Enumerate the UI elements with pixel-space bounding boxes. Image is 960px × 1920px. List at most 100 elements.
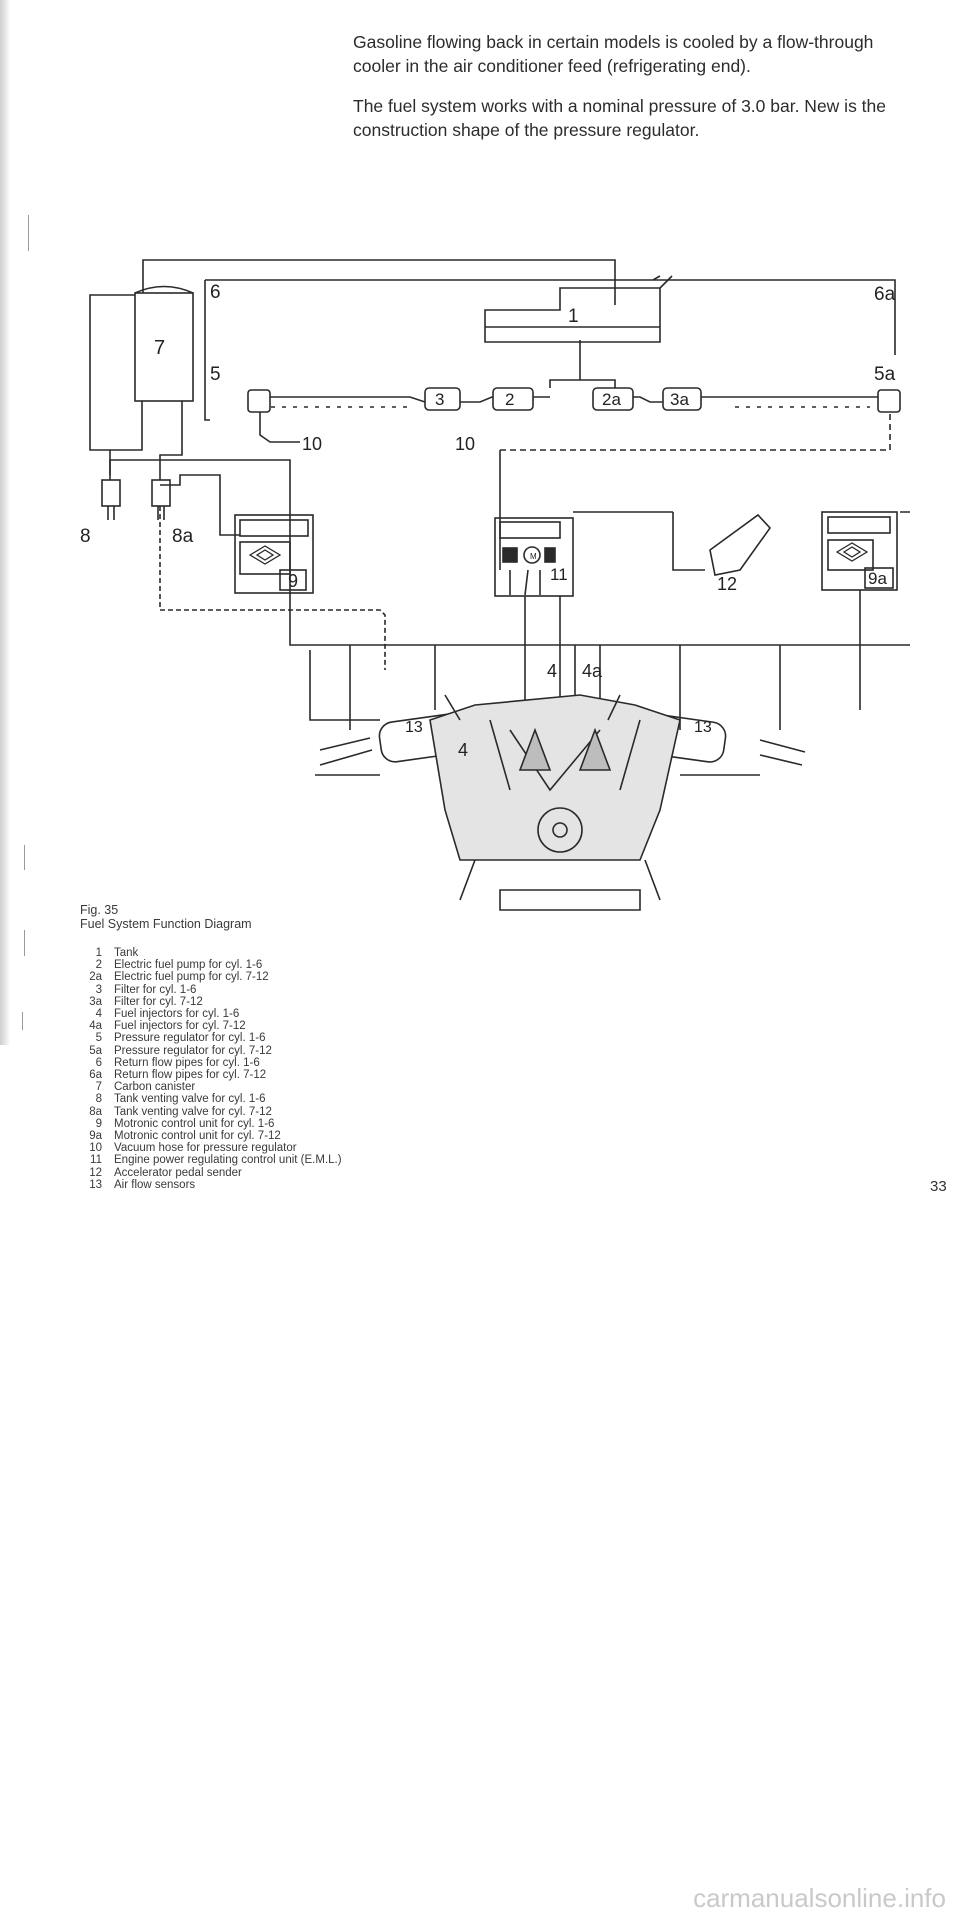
label-11: 11 xyxy=(550,565,568,584)
legend-item-number: 11 xyxy=(90,1154,102,1167)
label-8a: 8a xyxy=(172,526,194,547)
legend-item: 9 Motronic control unit for cyl. 1-6 xyxy=(80,1118,342,1130)
label-12: 12 xyxy=(717,574,737,594)
legend-item-number: 7 xyxy=(95,1081,102,1094)
crankshaft-pulley xyxy=(537,807,583,853)
label-10-mid: 10 xyxy=(455,434,475,454)
label-6: 6 xyxy=(210,282,221,303)
ecu-9-box xyxy=(234,514,314,594)
figure-title: Fuel System Function Diagram xyxy=(80,917,252,931)
legend-item-number: 10 xyxy=(89,1142,102,1155)
legend-item-text: Return flow pipes for cyl. 7-12 xyxy=(114,1069,267,1082)
label-3a: 3a xyxy=(670,390,689,409)
eml-11-box xyxy=(494,517,574,597)
pump-2 xyxy=(492,387,534,411)
fuel-rail-right-line xyxy=(610,396,890,403)
legend-item: 5a Pressure regulator for cyl. 7-12 xyxy=(80,1045,342,1057)
legend-item-text: Tank xyxy=(114,947,139,959)
label-9a: 9a xyxy=(868,569,887,588)
label-1: 1 xyxy=(568,306,579,327)
legend-item-number: 8 xyxy=(95,1093,102,1106)
legend-item-number: 2 xyxy=(95,959,102,972)
figure-caption: Fig. 35 Fuel System Function Diagram xyxy=(80,903,252,931)
legend-item: 11 Engine power regulating control unit (… xyxy=(80,1154,342,1166)
return-line-6-top xyxy=(205,275,661,281)
regulator-5a xyxy=(877,389,901,413)
label-4-top: 4 xyxy=(547,661,557,681)
legend-item-text: Engine power regulating control unit (E.… xyxy=(114,1154,342,1167)
label-10-left: 10 xyxy=(302,434,322,454)
pump-2a xyxy=(592,387,634,411)
legend-item-number: 6 xyxy=(95,1056,102,1069)
legend-item-number: 8a xyxy=(89,1105,102,1118)
legend-item-text: Return flow pipes for cyl. 1-6 xyxy=(114,1056,260,1069)
legend-item-number: 5a xyxy=(89,1044,102,1057)
label-13-right: 13 xyxy=(694,719,712,736)
intro-paragraph-2: The fuel system works with a nominal pre… xyxy=(353,96,887,140)
regulator-5 xyxy=(247,389,271,413)
legend-item: 8a Tank venting valve for cyl. 7-12 xyxy=(80,1106,342,1118)
legend-item-number: 5 xyxy=(95,1032,102,1045)
label-6a: 6a xyxy=(874,284,896,305)
vent-line-top xyxy=(142,259,616,305)
legend-item-number: 6a xyxy=(89,1069,102,1082)
legend-item-text: Carbon canister xyxy=(114,1081,196,1094)
legend-item: 6a Return flow pipes for cyl. 7-12 xyxy=(80,1069,342,1081)
legend-item: 10 Vacuum hose for pressure regulator xyxy=(80,1142,342,1154)
legend-item-number: 4 xyxy=(95,1008,102,1021)
filter-3 xyxy=(424,387,461,411)
label-2a: 2a xyxy=(602,390,621,409)
legend-item-number: 3a xyxy=(89,995,102,1008)
legend-item-text: Tank venting valve for cyl. 7-12 xyxy=(114,1105,272,1118)
legend-item-text: Vacuum hose for pressure regulator xyxy=(114,1142,297,1155)
legend-item-text: Pressure regulator for cyl. 7-12 xyxy=(114,1044,272,1057)
legend-item-text: Electric fuel pump for cyl. 7-12 xyxy=(114,971,269,984)
fuel-system-diagram: 7 6 6a 1 5 5a 3 2 2a 3a 10 10 8 8a 9 9a … xyxy=(80,250,910,920)
page-binding-edge xyxy=(0,0,10,1045)
legend-item: 7 Carbon canister xyxy=(80,1081,342,1093)
legend-item-text: Motronic control unit for cyl. 1-6 xyxy=(114,1117,275,1130)
legend-item-number: 12 xyxy=(89,1166,102,1179)
label-4-bottom: 4 xyxy=(458,740,468,760)
intro-paragraph-1: Gasoline flowing back in certain models … xyxy=(353,32,874,76)
legend-item-number: 9 xyxy=(95,1117,102,1130)
label-8: 8 xyxy=(80,526,91,547)
carbon-canister-body xyxy=(134,292,194,402)
legend-item: 9a Motronic control unit for cyl. 7-12 xyxy=(80,1130,342,1142)
label-2: 2 xyxy=(505,390,514,409)
legend-item-text: Air flow sensors xyxy=(114,1178,196,1191)
legend-item-number: 3 xyxy=(95,983,102,996)
accelerator-pedal xyxy=(709,513,772,576)
label-5a: 5a xyxy=(874,364,896,385)
figure-number: Fig. 35 xyxy=(80,903,119,917)
label-9: 9 xyxy=(288,571,298,591)
watermark: carmanualsonline.info xyxy=(693,1883,946,1913)
legend-item-number: 1 xyxy=(95,947,102,959)
legend-item-text: Motronic control unit for cyl. 7-12 xyxy=(114,1130,281,1143)
fuel-rail-left-line xyxy=(260,396,426,403)
legend-item: 1 Tank xyxy=(80,947,342,959)
return-line-6a xyxy=(653,279,896,355)
intro-text: Gasoline flowing back in certain models … xyxy=(353,30,913,158)
label-5: 5 xyxy=(210,364,221,385)
label-motor: M xyxy=(530,552,537,561)
legend-item-text: Pressure regulator for cyl. 1-6 xyxy=(114,1032,266,1045)
legend-item: 5 Pressure regulator for cyl. 1-6 xyxy=(80,1032,342,1044)
fuel-tank xyxy=(484,275,673,343)
label-4a: 4a xyxy=(582,661,603,681)
legend-item: 6 Return flow pipes for cyl. 1-6 xyxy=(80,1057,342,1069)
legend-item-text: Electric fuel pump for cyl. 1-6 xyxy=(114,959,263,972)
legend-item-number: 9a xyxy=(89,1130,102,1143)
legend-item: 2a Electric fuel pump for cyl. 7-12 xyxy=(80,971,342,983)
vacuum-hose-10-right xyxy=(500,410,891,451)
engine-block xyxy=(429,694,681,861)
page-number: 33 xyxy=(930,1178,947,1195)
legend-item-number: 2a xyxy=(89,971,102,984)
